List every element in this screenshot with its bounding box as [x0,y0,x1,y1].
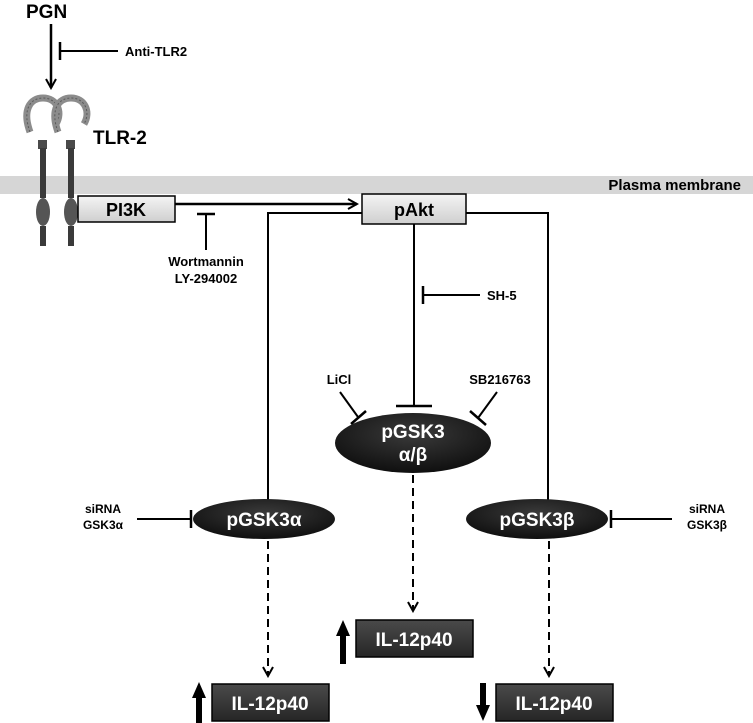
pgsk3a-label: pGSK3α [226,510,301,531]
up-arrow-icon [336,620,350,664]
il12-center-label: IL-12p40 [375,630,452,651]
tlr2-label: TLR-2 [93,128,147,149]
pakt-to-pgsk3a-line [267,212,362,506]
wortmannin-label: Wortmannin [168,254,244,269]
sb216763-inhibitor-bar [469,410,487,426]
pgsk3-ab-label-line1: pGSK3 [381,422,444,443]
pi3k-box [77,195,176,223]
plasma-membrane-label: Plasma membrane [608,177,741,194]
pakt-box [361,193,467,225]
pi3k-label: PI3K [106,200,146,220]
il12-right-box [495,683,614,722]
pgsk3b-node [466,499,608,539]
pgsk3-ab-node [335,413,491,473]
licl-label: LiCl [327,372,352,387]
il12-right-label: IL-12p40 [515,694,592,715]
licl-inhibitor-bar [350,410,367,425]
pgsk3b-label: pGSK3β [500,510,575,531]
il12-left-label: IL-12p40 [231,694,308,715]
il12-center-box [355,619,474,658]
ly294002-label: LY-294002 [175,271,237,286]
sirna-left-label-1: siRNA [85,502,121,516]
plasma-membrane-band [0,176,753,194]
sh5-label: SH-5 [487,288,517,303]
pgn-label: PGN [26,2,67,23]
pakt-label: pAkt [394,200,434,220]
pgsk3a-node [193,499,335,539]
pakt-to-pgsk3b-line [466,212,549,506]
tlr2-receptor-icon [23,94,91,246]
il12-left-box [211,683,330,722]
sirna-right-label-2: GSK3β [687,518,727,532]
down-arrow-icon [476,683,490,721]
anti-tlr2-label: Anti-TLR2 [125,44,187,59]
sirna-left-label-2: GSK3α [83,518,124,532]
sirna-right-label-1: siRNA [689,502,725,516]
up-arrow-icon [192,682,206,723]
sb216763-label: SB216763 [469,372,530,387]
licl-inhibitor-line [339,391,359,418]
sb216763-inhibitor-line [477,391,498,419]
pgsk3-ab-label-line2: α/β [399,445,428,466]
